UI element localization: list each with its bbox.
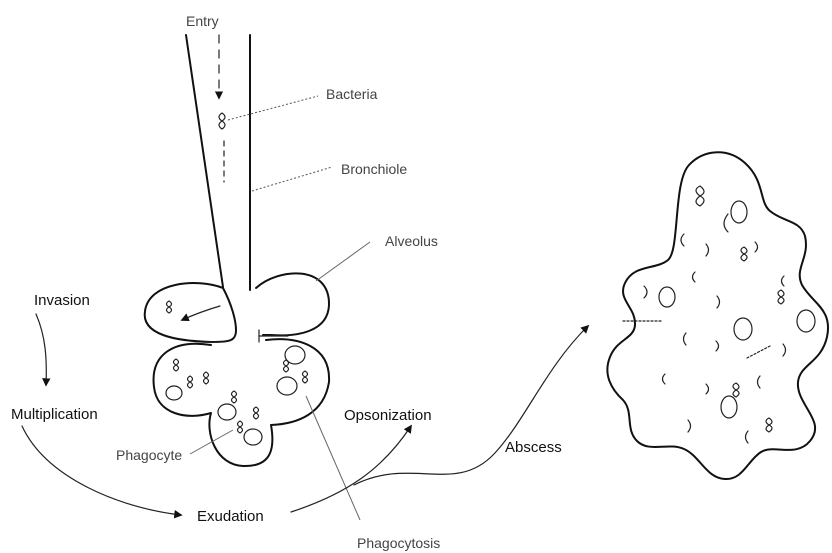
- leader-lines: [190, 96, 370, 520]
- entry-label: Entry: [186, 13, 219, 29]
- alveolus-cluster: [145, 273, 329, 466]
- opsonization-label: Opsonization: [344, 407, 432, 424]
- phagocyte-label: Phagocyte: [116, 447, 182, 463]
- entry-arrow: [219, 35, 224, 182]
- phagocytosis-label: Phagocytosis: [357, 535, 440, 551]
- abscess-region: [607, 152, 828, 479]
- abscess-label: Abscess: [505, 439, 562, 456]
- alveolus-label: Alveolus: [385, 233, 438, 249]
- labels: Entry Bacteria Bronchiole Alveolus Invas…: [11, 13, 562, 551]
- bacteria-marks: [166, 113, 308, 445]
- bacteria-label: Bacteria: [326, 86, 378, 102]
- bronchiole-tube: [186, 35, 250, 290]
- exudation-label: Exudation: [197, 508, 264, 525]
- bronchiole-label: Bronchiole: [341, 161, 407, 177]
- multiplication-label: Multiplication: [11, 406, 98, 423]
- invasion-label: Invasion: [34, 292, 90, 309]
